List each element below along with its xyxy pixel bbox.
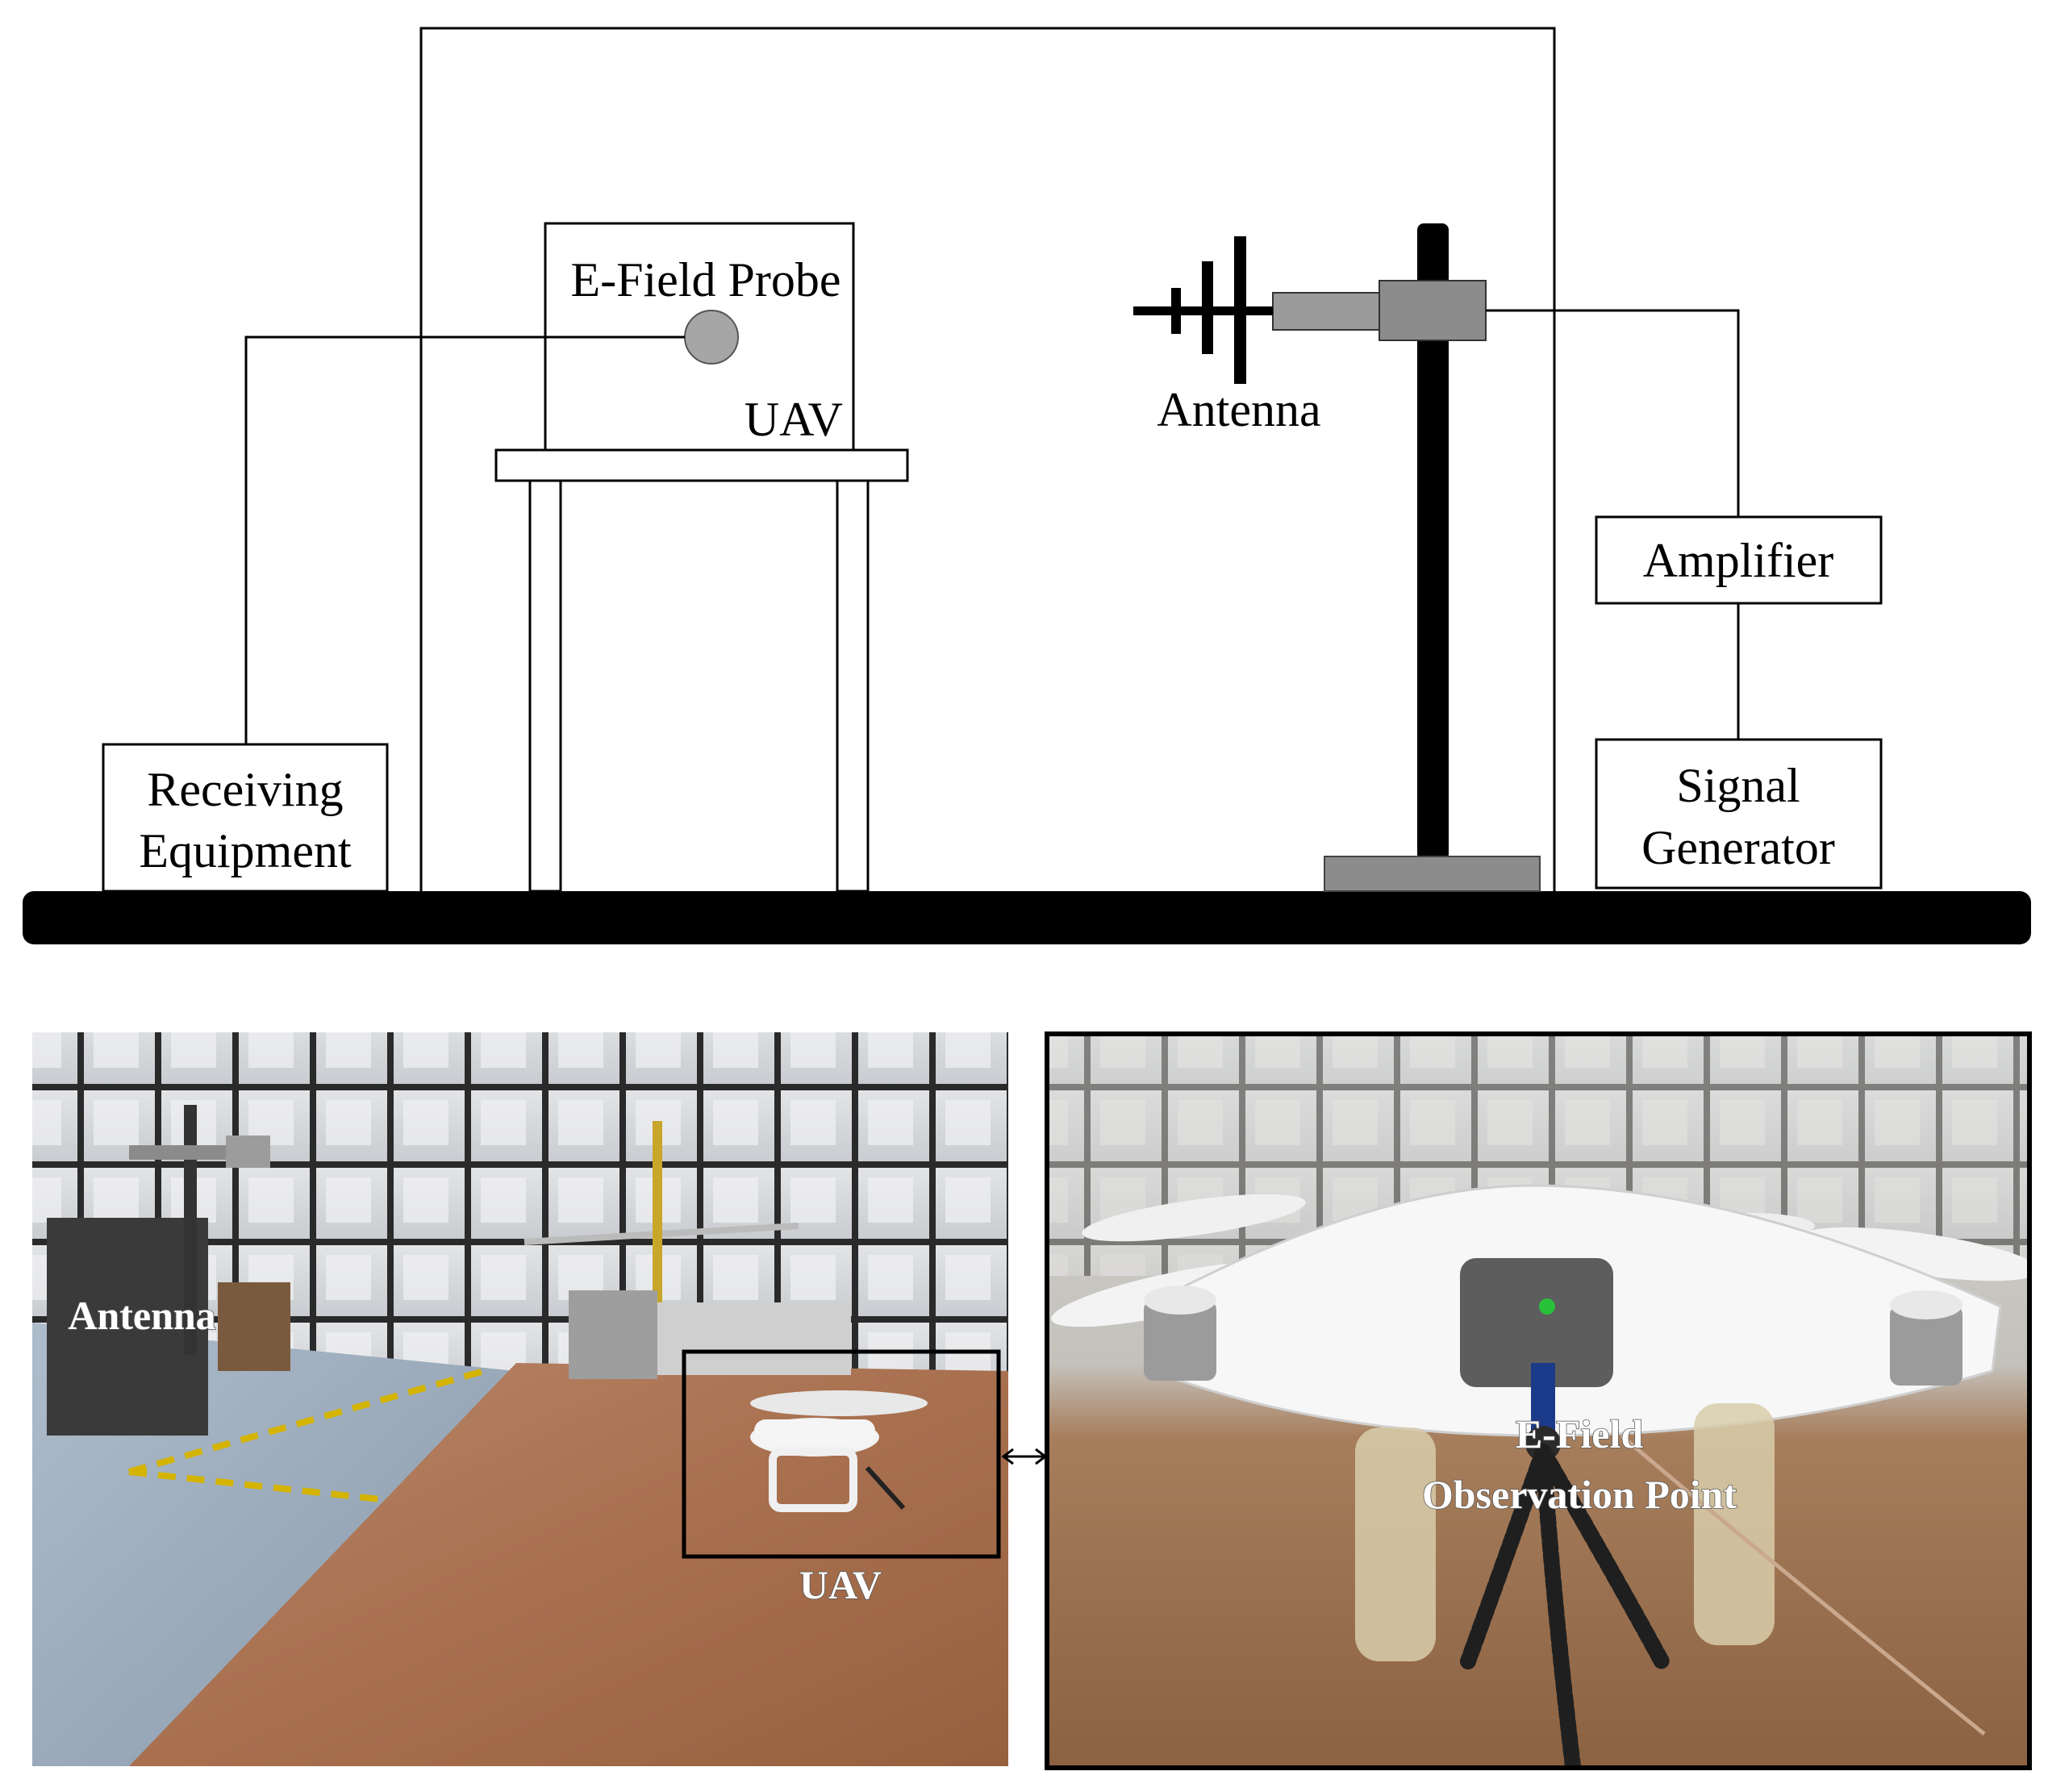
ground-plane <box>23 891 2031 944</box>
amplifier-label: Amplifier <box>1643 534 1834 587</box>
probe-cable <box>244 335 685 744</box>
receiving-label-line2: Equipment <box>139 824 352 877</box>
zoom-arrow-icon <box>1001 1448 1048 1465</box>
receiving-label-line1: Receiving <box>147 763 343 816</box>
signal-label-line1: Signal <box>1676 759 1800 812</box>
observation-label-line2: Observation Point <box>1422 1472 1737 1517</box>
mast-base <box>1324 856 1541 892</box>
uav-photo-icon <box>750 1390 928 1512</box>
uav-highlight-box <box>682 1349 1001 1559</box>
antenna-cable <box>1486 309 1740 517</box>
antenna-clamp <box>1379 280 1487 341</box>
test-table <box>494 448 909 893</box>
schematic: E-Field Probe UAV Receiving Equipment An… <box>23 27 2031 944</box>
observation-label-line1: E-Field <box>1516 1411 1644 1457</box>
antenna-body <box>1272 292 1380 331</box>
signal-generator-box <box>1595 738 1883 890</box>
photo-antenna-label: Antenna <box>68 1293 215 1338</box>
receiving-equipment-box <box>102 743 389 893</box>
signal-label-line2: Generator <box>1641 821 1835 874</box>
closeup-frame <box>1045 1031 2032 1770</box>
amplifier-box <box>1595 515 1883 605</box>
chamber-outline <box>419 27 1556 891</box>
probe-label: E-Field Probe <box>571 253 841 306</box>
antenna-mast <box>1417 223 1449 861</box>
uav-label: UAV <box>745 393 843 446</box>
antenna-label: Antenna <box>1157 383 1320 436</box>
chamber-photo: Antenna UAV <box>32 1032 1008 1766</box>
e-field-probe-icon <box>684 310 739 365</box>
closeup-photo: E-Field Observation Point <box>1047 1034 2029 1768</box>
photo-uav-label: UAV <box>799 1562 882 1607</box>
antenna-icon <box>1133 236 1273 384</box>
